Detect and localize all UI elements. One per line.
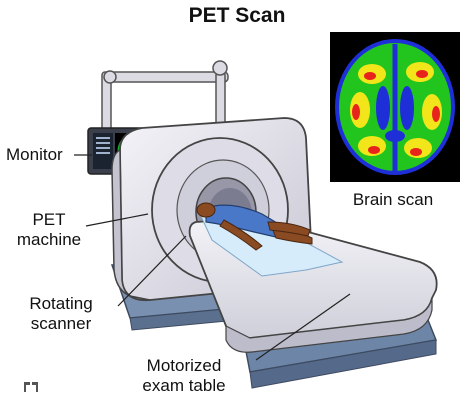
label-pet-machine: PET machine — [8, 210, 90, 250]
leader-exam-table — [255, 293, 351, 361]
page-title: PET Scan — [188, 4, 286, 27]
label-rotating-line1: Rotating — [29, 294, 93, 313]
label-pet-machine-line1: PET — [32, 210, 66, 229]
leader-lines — [74, 154, 351, 361]
leader-pet-machine — [85, 213, 149, 227]
brain-scan-image — [330, 32, 460, 182]
label-rotating-scanner: Rotating scanner — [16, 294, 106, 334]
leader-rotating-scanner — [117, 235, 187, 307]
patient — [196, 202, 313, 251]
label-table-line2: exam table — [142, 376, 226, 395]
label-rotating-line2: scanner — [30, 314, 92, 333]
label-monitor: Monitor — [6, 145, 63, 164]
brain-scan-caption: Brain scan — [352, 190, 434, 209]
label-table-line1: Motorized — [146, 356, 222, 375]
label-exam-table: Motorized exam table — [126, 356, 242, 396]
publisher-logo-icon — [24, 382, 38, 392]
label-pet-machine-line2: machine — [16, 230, 82, 249]
